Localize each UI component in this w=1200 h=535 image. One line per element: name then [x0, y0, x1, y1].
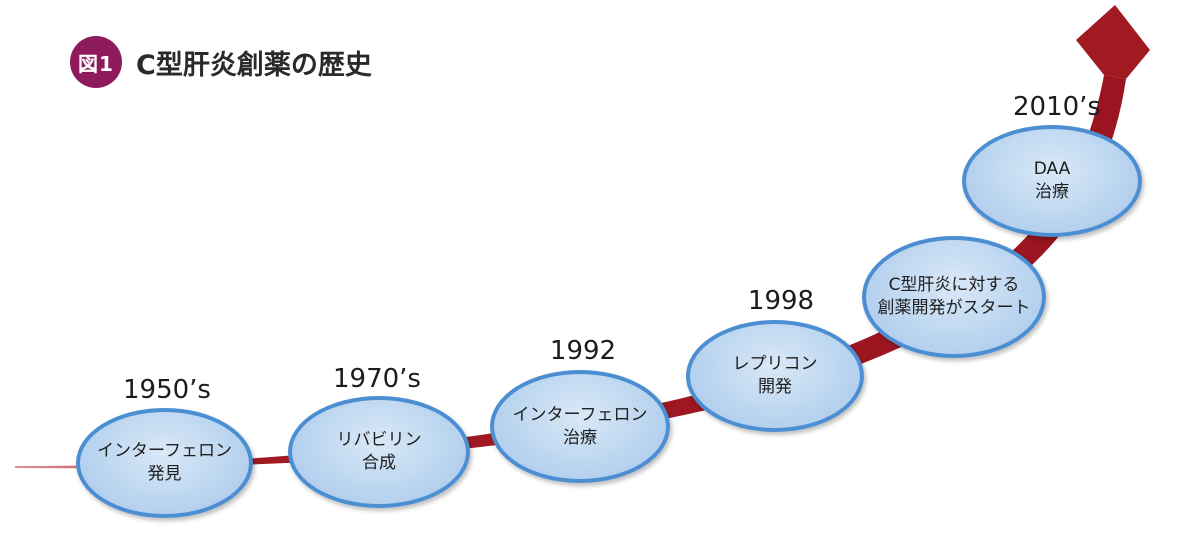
milestone-line1: リバビリン: [336, 430, 422, 451]
milestone-line1: C型肝炎に対する: [888, 275, 1020, 296]
milestone-line1: レプリコン: [732, 354, 818, 375]
milestone-line2: 開発: [758, 377, 792, 397]
arrow-head: [1076, 5, 1150, 79]
milestone-line2: 治療: [1035, 182, 1069, 202]
year-label-1950s: 1950’s: [123, 375, 211, 405]
milestone-line2: 創薬開発がスタート: [877, 298, 1031, 318]
milestone-interferon-therapy: インターフェロン 治療: [490, 370, 670, 483]
milestone-interferon-discovery: インターフェロン 発見: [76, 408, 253, 518]
milestone-line1: インターフェロン: [97, 441, 232, 462]
milestone-line2: 合成: [362, 453, 396, 473]
milestone-replicon-development: レプリコン 開発: [686, 320, 864, 432]
milestone-ribavirin-synthesis: リバビリン 合成: [288, 396, 470, 508]
milestone-line2: 治療: [563, 427, 597, 448]
year-label-1992: 1992: [549, 336, 617, 366]
year-label-1998: 1998: [747, 286, 815, 316]
figure-number-badge: 図1: [70, 36, 122, 88]
figure-title: C型肝炎創薬の歴史: [136, 49, 372, 81]
milestone-line1: DAA: [1033, 159, 1071, 180]
year-label-2010s: 2010’s: [1013, 92, 1101, 122]
milestone-drug-discovery-start: C型肝炎に対する 創薬開発がスタート: [862, 236, 1046, 358]
milestone-line1: インターフェロン: [512, 404, 648, 425]
milestone-daa-therapy: DAA 治療: [962, 125, 1142, 237]
milestone-line2: 発見: [147, 464, 182, 484]
year-label-1970s: 1970’s: [333, 364, 421, 394]
figure-header: 図1 C型肝炎創薬の歴史: [70, 36, 372, 88]
